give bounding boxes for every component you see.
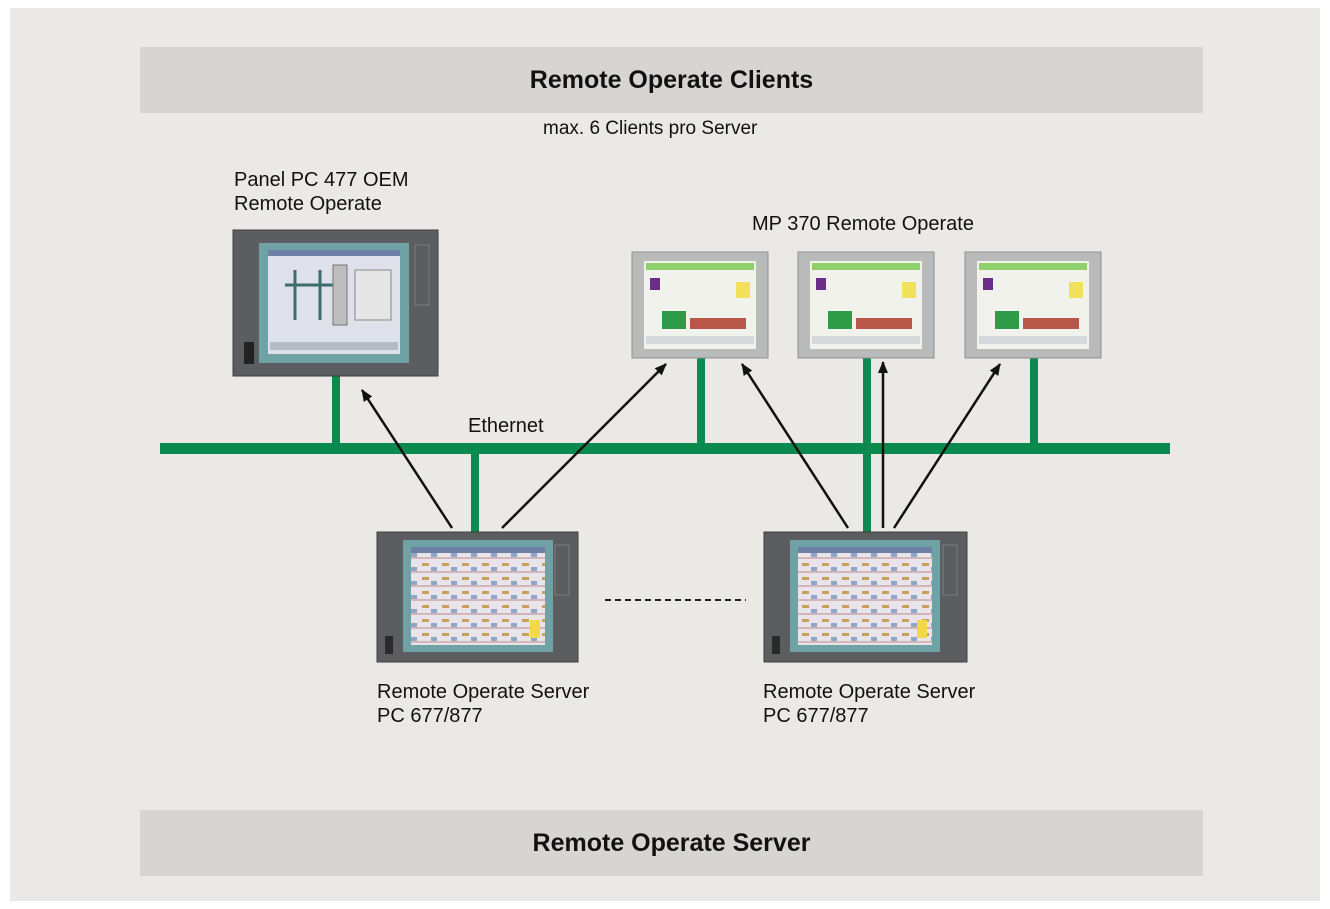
panel-pc-label-line1: Panel PC 477 OEM <box>234 169 409 191</box>
mp370-2-screen <box>810 261 922 349</box>
arrow-server2-to-mp370-3 <box>892 363 1002 529</box>
panel-pc-device <box>232 229 439 377</box>
clients-header-band: Remote Operate Clients <box>140 47 1203 113</box>
ethernet-line <box>160 443 1170 454</box>
arrow-server1-to-mp370-1 <box>501 363 667 529</box>
panel-pc-drive-slot <box>244 342 254 364</box>
server-2-label: Remote Operate Server PC 677/877 <box>763 680 975 728</box>
server-footer-title: Remote Operate Server <box>532 828 811 857</box>
mp370-device-1 <box>631 251 769 359</box>
arrow-server1-to-panel-pc <box>360 389 454 529</box>
clients-header-title: Remote Operate Clients <box>529 65 814 94</box>
server-device-1 <box>376 531 579 663</box>
server-2-screen <box>798 547 932 645</box>
mp370-group-label: MP 370 Remote Operate <box>752 213 974 235</box>
server-2-label-line2: PC 677/877 <box>763 705 869 727</box>
drop-line-mp370-1 <box>697 358 705 444</box>
mp370-device-2 <box>797 251 935 359</box>
arrow-server2-to-mp370-1 <box>740 363 850 529</box>
panel-pc-label-line2: Remote Operate <box>234 193 382 215</box>
mp370-1-screen <box>644 261 756 349</box>
diagram-canvas <box>10 8 1320 901</box>
panel-pc-label: Panel PC 477 OEM Remote Operate <box>234 168 409 216</box>
drop-line-panel-pc <box>332 376 340 444</box>
mp370-3-screen <box>977 261 1089 349</box>
server-1-label-line1: Remote Operate Server <box>377 681 590 703</box>
server-1-screen <box>411 547 545 645</box>
ethernet-label: Ethernet <box>468 415 544 437</box>
server-device-2 <box>763 531 968 663</box>
drop-line-mp370-3 <box>1030 358 1038 444</box>
server-2-label-line1: Remote Operate Server <box>763 681 976 703</box>
connection-arrows <box>360 361 1002 529</box>
server-footer-band: Remote Operate Server <box>140 810 1203 876</box>
drop-line-mp370-2 <box>863 358 871 444</box>
drop-line-server-1 <box>471 454 479 532</box>
server-1-label-line2: PC 677/877 <box>377 705 483 727</box>
ethernet-bus <box>160 358 1170 532</box>
drop-line-server-2 <box>863 454 871 532</box>
mp370-device-3 <box>964 251 1102 359</box>
clients-subtitle: max. 6 Clients pro Server <box>543 118 758 139</box>
server-1-label: Remote Operate Server PC 677/877 <box>377 680 589 728</box>
